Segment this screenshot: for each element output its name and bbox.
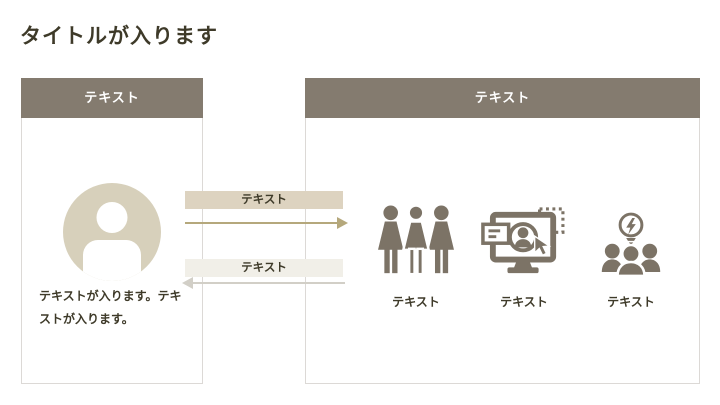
backward-arrow-label: テキスト xyxy=(185,259,343,277)
monitor-user-cursor-icon xyxy=(472,201,576,279)
avatar-body-shape xyxy=(83,240,141,281)
backward-arrowhead-icon xyxy=(182,277,193,289)
left-panel-description: テキストが入ります。テキストが入ります。 xyxy=(39,289,182,326)
forward-arrow-label: テキスト xyxy=(185,191,343,209)
avatar-head-shape xyxy=(96,202,128,233)
page-title: タイトルが入ります xyxy=(20,25,218,48)
team-idea-lightbulb-icon xyxy=(579,201,683,279)
right-panel-item-monitor: テキスト xyxy=(472,201,576,310)
item-label: テキスト xyxy=(392,295,440,309)
forward-arrowhead-icon xyxy=(337,217,348,229)
left-panel: テキスト テキストが入ります。テキストが入ります。 xyxy=(21,78,203,384)
right-panel-header: テキスト xyxy=(305,78,700,118)
forward-arrow-line xyxy=(185,222,338,224)
person-avatar-icon xyxy=(63,183,161,281)
backward-arrow-line xyxy=(193,282,345,284)
right-panel: テキスト xyxy=(305,78,700,384)
item-label: テキスト xyxy=(500,295,548,309)
right-panel-item-people: テキスト xyxy=(364,201,468,310)
three-people-icon xyxy=(364,201,468,279)
left-panel-header: テキスト xyxy=(21,78,203,118)
item-label: テキスト xyxy=(607,295,655,309)
right-panel-item-idea: テキスト xyxy=(579,201,683,310)
